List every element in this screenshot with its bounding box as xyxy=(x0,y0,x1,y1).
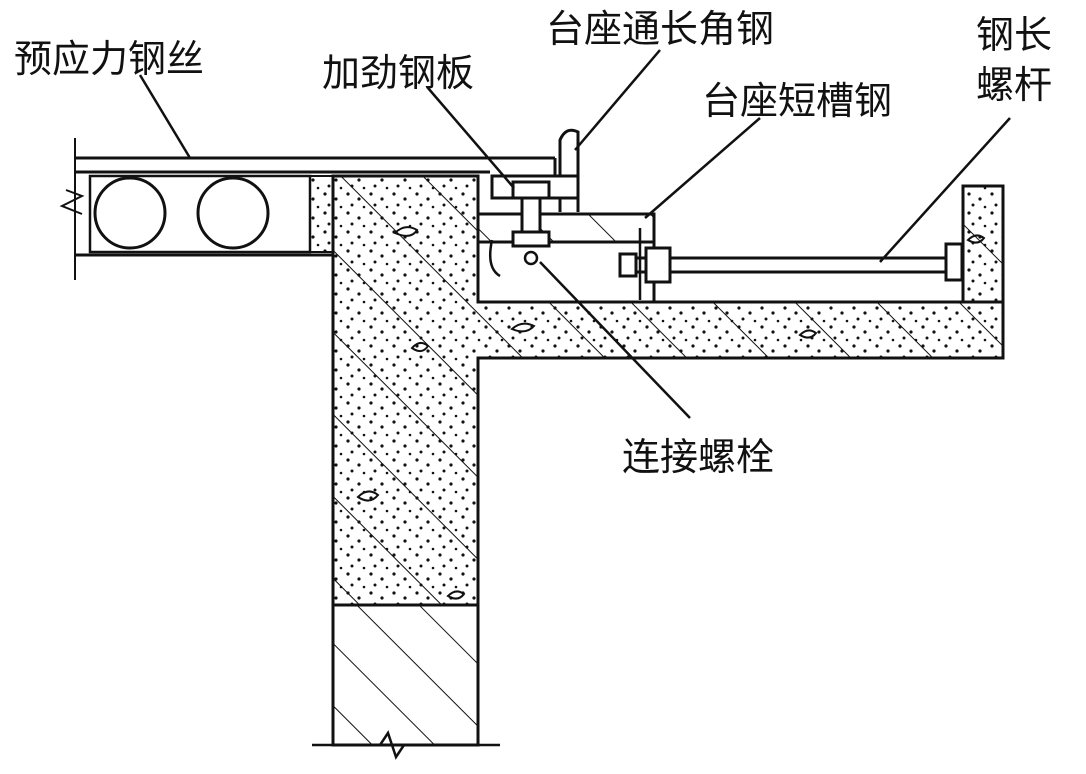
leader-lines xyxy=(138,49,1011,419)
label-pedestal-angle-steel: 台座通长角钢 xyxy=(546,7,774,51)
pedestal-angle-steel xyxy=(553,128,580,212)
steel-long-screw xyxy=(618,242,964,284)
label-connecting-bolt: 连接螺栓 xyxy=(622,435,774,479)
label-pedestal-channel-steel: 台座短槽钢 xyxy=(702,79,892,123)
end-upstand xyxy=(961,184,1005,304)
hollow-core-slab xyxy=(59,138,555,280)
label-prestressed-wire: 预应力钢丝 xyxy=(14,37,204,81)
pedestal-channel-steel xyxy=(476,212,656,302)
brick-wall xyxy=(312,603,500,760)
label-stiffener-plate: 加劲钢板 xyxy=(322,51,474,95)
connecting-bolt xyxy=(511,180,551,266)
concrete-pedestal xyxy=(331,174,1005,607)
label-steel-long-screw-line2: 螺杆 xyxy=(976,63,1052,107)
label-steel-long-screw-line1: 钢长 xyxy=(976,13,1052,57)
